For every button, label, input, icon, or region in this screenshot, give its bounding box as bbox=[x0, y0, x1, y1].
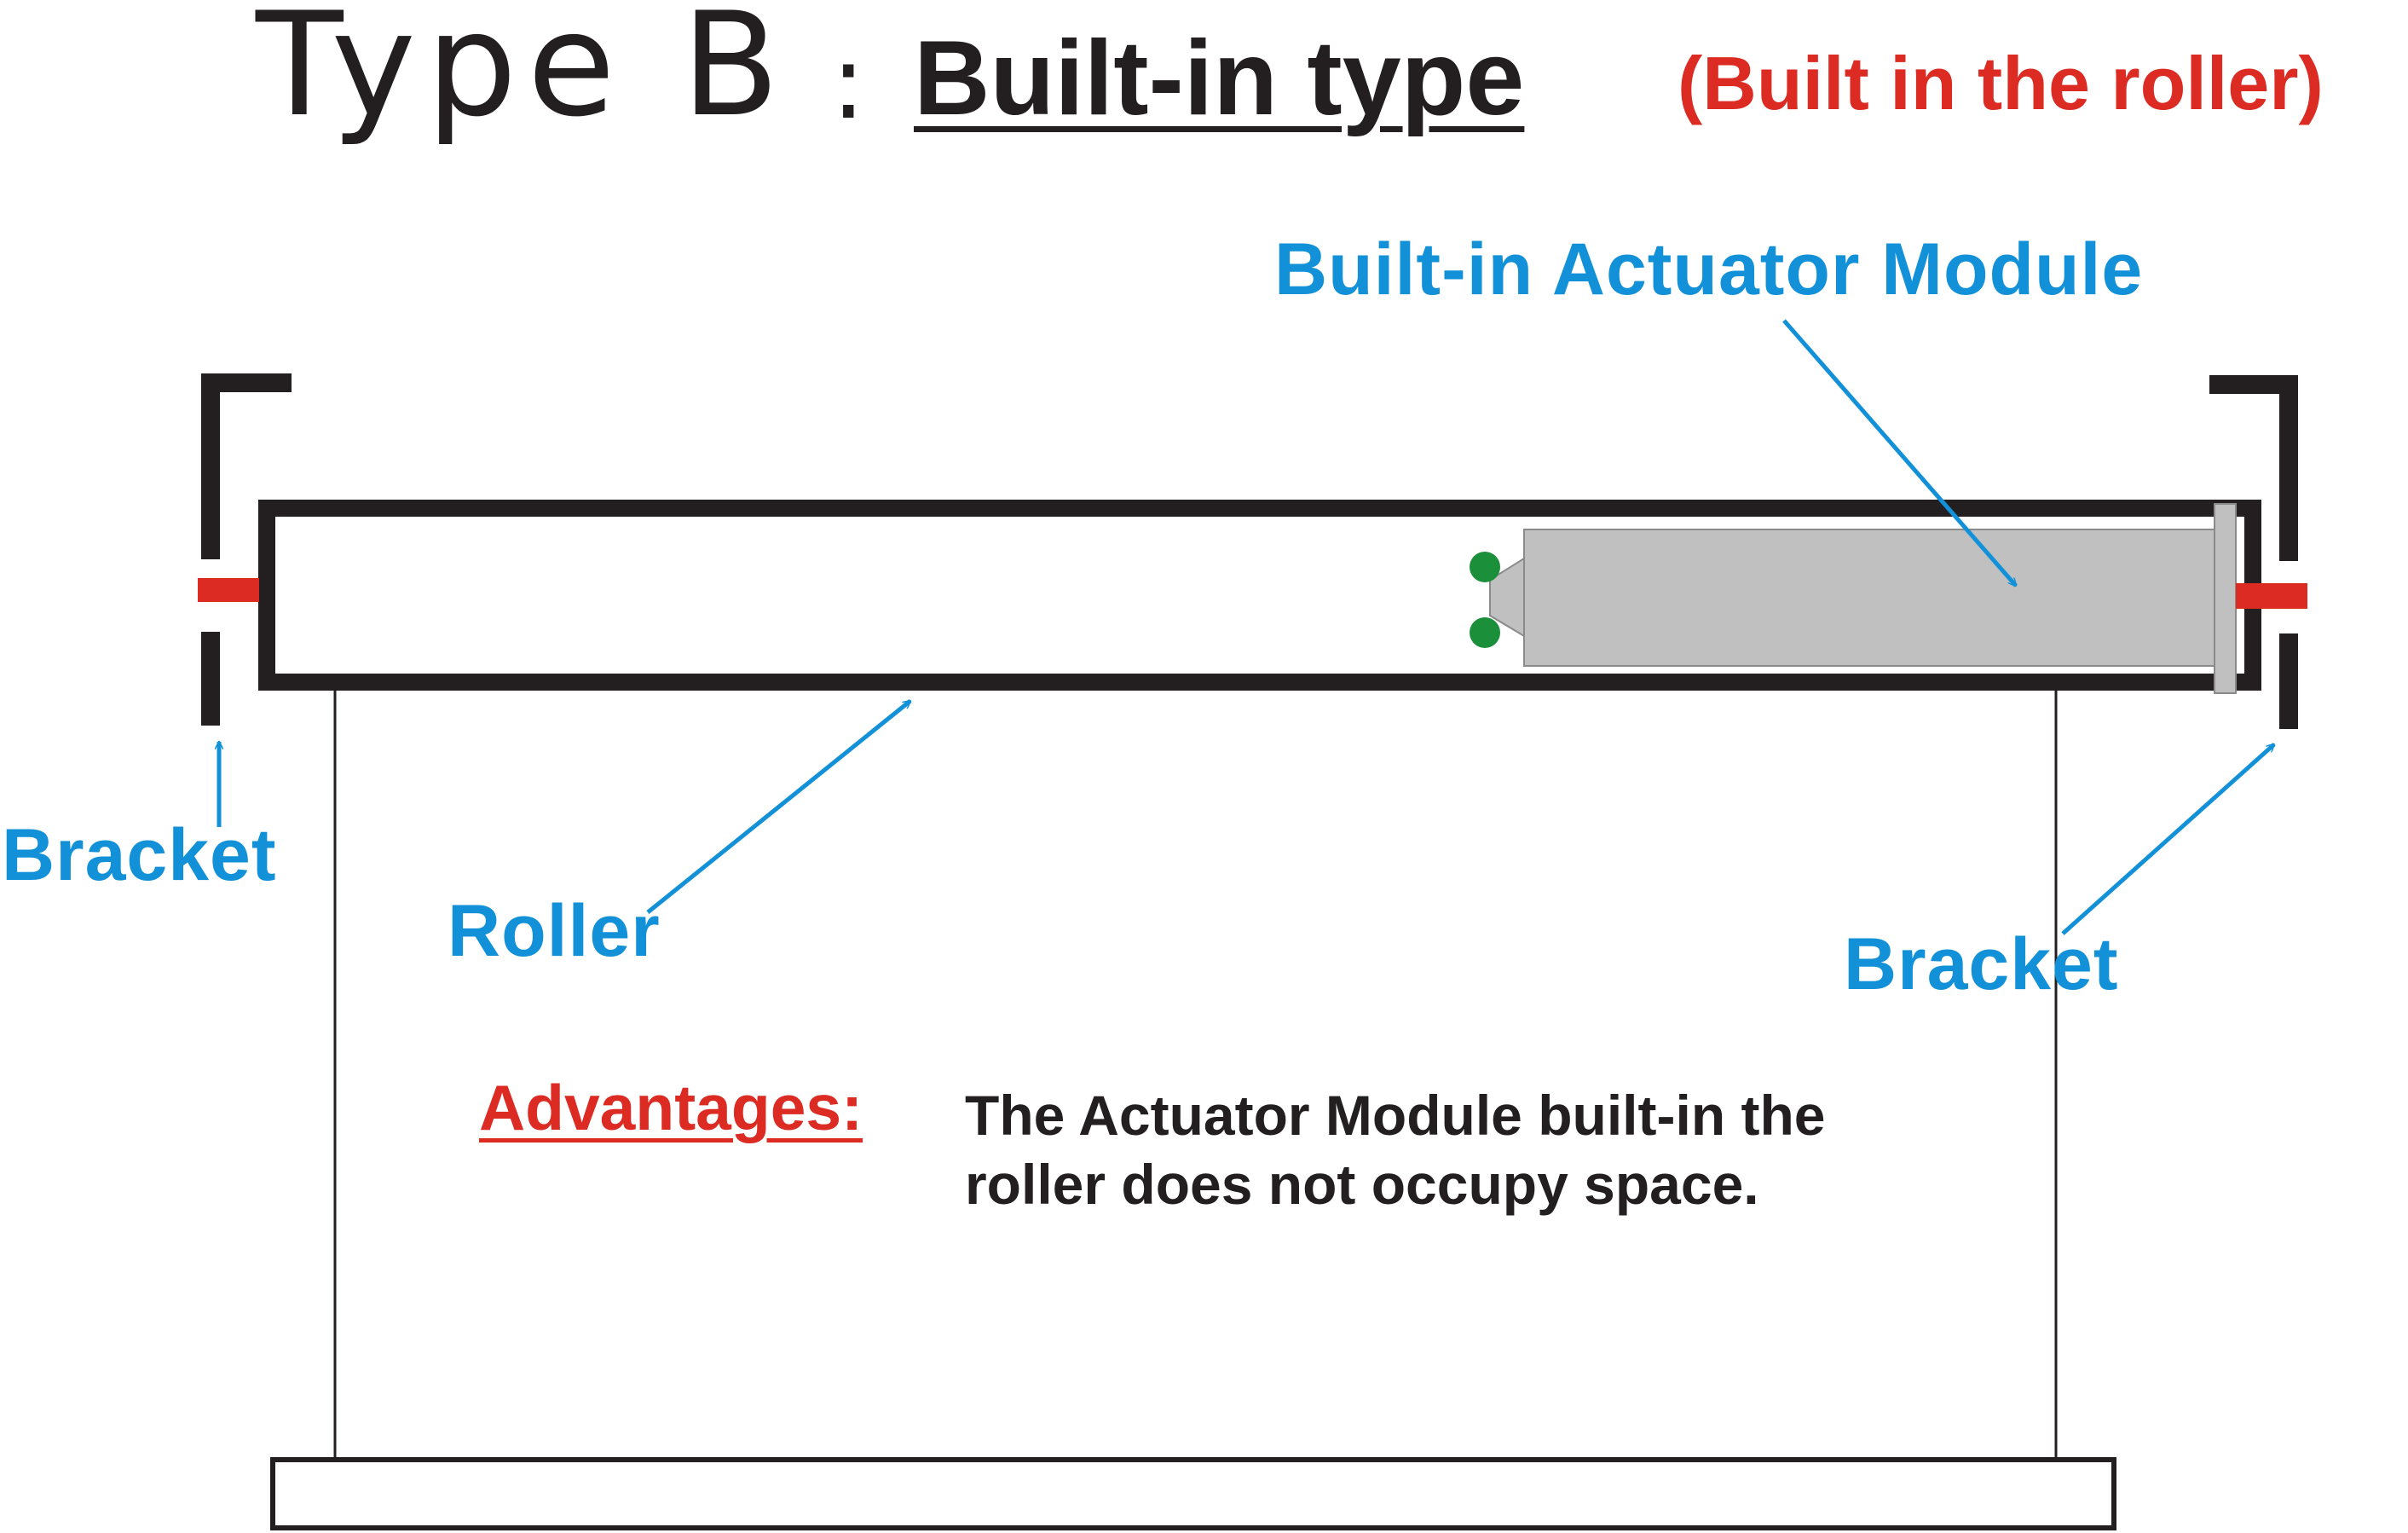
roller-callout-arrow bbox=[646, 699, 910, 914]
actuator-callout-arrow bbox=[1782, 319, 2018, 586]
left-bracket bbox=[198, 373, 292, 726]
label-roller: Roller bbox=[448, 890, 661, 972]
label-bracket-right: Bracket bbox=[1844, 923, 2119, 1005]
bottom-bar bbox=[270, 1457, 2116, 1530]
actuator-module bbox=[1470, 503, 2237, 694]
actuator-green-node-top bbox=[1470, 552, 1500, 582]
actuator-body bbox=[1523, 529, 2226, 667]
right-bracket-pin bbox=[2236, 583, 2307, 609]
label-bracket-left: Bracket bbox=[2, 814, 277, 896]
advantages-line-1: The Actuator Module built-in the bbox=[965, 1084, 1826, 1147]
title-main: Built-in type bbox=[914, 20, 1525, 137]
title-type-label: Type B bbox=[256, 0, 790, 148]
left-bracket-pin bbox=[198, 578, 259, 602]
advantages-label: Advantages: bbox=[479, 1072, 863, 1143]
title-colon: : bbox=[831, 24, 866, 142]
label-actuator-module: Built-in Actuator Module bbox=[1274, 229, 2144, 310]
bracket-right-callout-arrow bbox=[2061, 743, 2274, 935]
advantages-text: The Actuator Module built-in the roller … bbox=[965, 1081, 1825, 1218]
actuator-green-node-bottom bbox=[1470, 617, 1500, 648]
actuator-end-cap bbox=[2214, 503, 2237, 694]
title-subtitle: (Built in the roller) bbox=[1678, 41, 2324, 125]
advantages-line-2: roller does not occupy space. bbox=[965, 1152, 1759, 1216]
right-bracket bbox=[2209, 375, 2307, 729]
actuator-nose bbox=[1489, 557, 1525, 638]
